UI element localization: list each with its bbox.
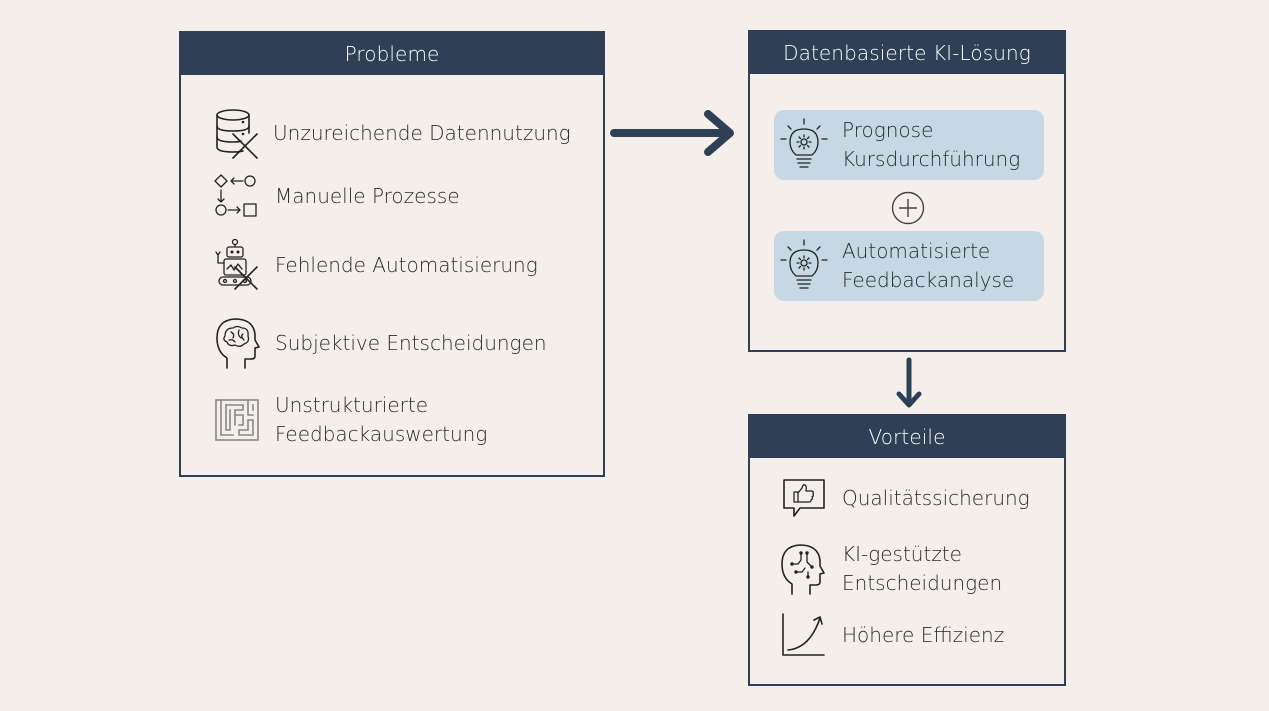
problem-item-feedback: Unstrukturierte Feedbackauswertung xyxy=(213,391,487,449)
solution-label: Prognose Kursdurchführung xyxy=(842,116,1020,174)
problem-item-subjective: Subjektive Entscheidungen xyxy=(213,316,547,370)
solution-label-line2: Feedbackanalyse xyxy=(842,268,1015,292)
solution-title: Datenbasierte KI-Lösung xyxy=(750,32,1064,74)
benefit-label-line1: KI-gestützte xyxy=(842,542,962,566)
solution-card-feedback: Automatisierte Feedbackanalyse xyxy=(774,231,1044,301)
plus-icon xyxy=(891,191,925,225)
solution-label-line1: Automatisierte xyxy=(842,239,991,263)
solution-label-line1: Prognose xyxy=(842,118,934,142)
problem-label: Fehlende Automatisierung xyxy=(275,252,538,277)
problem-item-manual: Manuelle Prozesse xyxy=(213,173,460,219)
problems-title: Probleme xyxy=(181,33,603,75)
problem-label: Unzureichende Datennutzung xyxy=(273,120,571,145)
benefits-box: Vorteile Qualitätssicherung KI-gestützte… xyxy=(748,414,1066,686)
lightbulb-gear-icon xyxy=(780,118,828,168)
process-flow-icon xyxy=(214,174,257,217)
lightbulb-gear-icon xyxy=(780,239,828,289)
database-crossed-icon xyxy=(216,109,258,159)
solution-label-line2: Kursdurchführung xyxy=(842,147,1021,171)
problem-label-line2: Feedbackauswertung xyxy=(275,422,488,446)
problem-label: Manuelle Prozesse xyxy=(275,183,460,208)
arrow-right-connector xyxy=(610,110,734,156)
problem-label: Subjektive Entscheidungen xyxy=(275,330,547,355)
ai-head-icon xyxy=(781,544,825,595)
benefit-label: KI-gestützte Entscheidungen xyxy=(842,540,1002,598)
problem-label: Unstrukturierte Feedbackauswertung xyxy=(275,391,487,449)
problem-item-automation: Fehlende Automatisierung xyxy=(213,239,538,291)
growth-curve-icon xyxy=(782,613,825,656)
solution-card-prognosis: Prognose Kursdurchführung xyxy=(774,110,1044,180)
brain-head-icon xyxy=(216,318,260,369)
arrow-down-connector xyxy=(896,357,922,408)
benefit-label: Qualitätssicherung xyxy=(842,485,1030,510)
problem-item-data-usage: Unzureichende Datennutzung xyxy=(213,107,571,159)
problems-box: Probleme Unzureichende Datennutzung Manu… xyxy=(179,31,605,477)
thumbs-up-bubble-icon xyxy=(783,479,825,517)
benefit-item-efficiency: Höhere Effizienz xyxy=(780,612,1004,658)
maze-icon xyxy=(215,399,259,441)
benefits-title: Vorteile xyxy=(750,416,1064,458)
solution-label: Automatisierte Feedbackanalyse xyxy=(842,237,1014,295)
benefit-label: Höhere Effizienz xyxy=(842,622,1005,647)
robot-crossed-icon xyxy=(215,239,258,290)
benefit-label-line2: Entscheidungen xyxy=(842,571,1003,595)
benefit-item-ai-decisions: KI-gestützte Entscheidungen xyxy=(780,540,1002,598)
solution-box: Datenbasierte KI-Lösung Prognose Kursdur… xyxy=(748,30,1066,352)
problem-label-line1: Unstrukturierte xyxy=(275,393,429,417)
benefit-item-quality: Qualitätssicherung xyxy=(780,476,1030,520)
